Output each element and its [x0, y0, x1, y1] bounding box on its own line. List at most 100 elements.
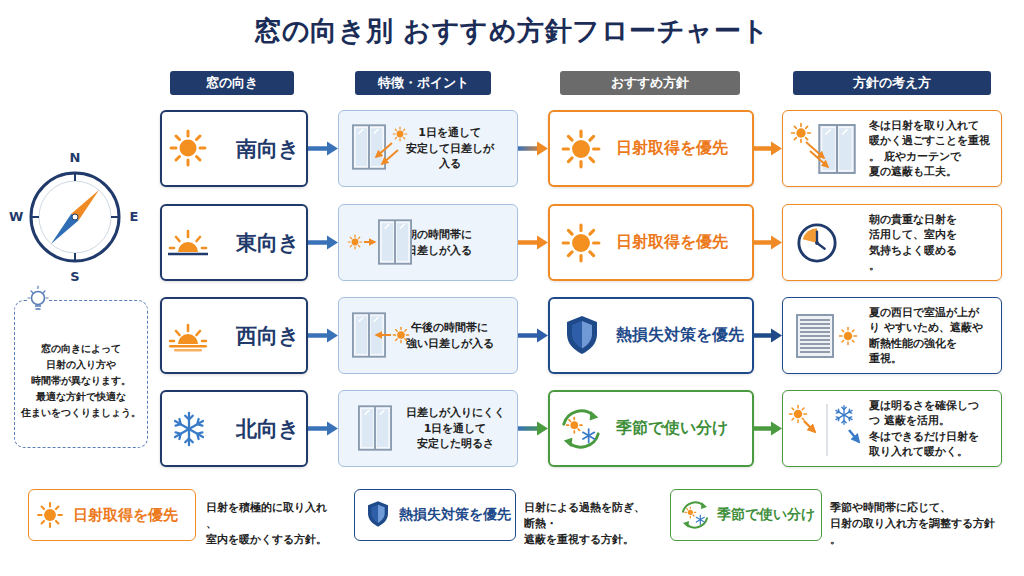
- legend-description: 日射を積極的に取り入れ、 室内を暖かくする方針。: [206, 500, 333, 547]
- snowflake-icon: [175, 413, 203, 445]
- arrow-head: [771, 422, 782, 436]
- flow-arrow: [754, 142, 782, 156]
- node-text: 特徴・ポイント: [378, 75, 469, 92]
- policy-box: 日射取得を優先: [548, 204, 754, 281]
- node-text: 日射取得を優先: [616, 138, 728, 159]
- season-split-icon: [790, 404, 860, 456]
- snowflake-icon: [836, 406, 852, 425]
- node-text: 東向き: [236, 229, 300, 257]
- window-sun-icon: [353, 313, 409, 356]
- arrow-shaft: [754, 240, 772, 245]
- sun-icon: [790, 406, 807, 423]
- flow-arrow: [308, 329, 338, 343]
- node-text: 冬は日射を取り入れて 暖かく過ごすことを重視。 庇やカーテンで 夏の遮蔽も工夫。: [869, 118, 996, 179]
- arrow-shaft: [308, 240, 328, 245]
- shield-icon: [567, 316, 597, 354]
- sun-icon: [38, 503, 62, 527]
- node-text: 夏は明るさを確保しつつ 遮蔽を活用。 冬はできるだけ日射を 取り入れて暖かく。: [869, 398, 986, 459]
- note-box: 窓の向きによって 日射の入り方や 時間帯が異なります。 最適な方針で快適な 住ま…: [14, 300, 148, 448]
- feature-box: 1日を通して 安定して日差しが 入る: [338, 110, 518, 187]
- feature-box: 朝の時間帯に 日差しが入る: [338, 204, 518, 281]
- arrow-head: [327, 329, 338, 343]
- arrow-head: [771, 142, 782, 156]
- arrow-head: [537, 422, 548, 436]
- policy-box: 熱損失対策を優先: [548, 297, 754, 374]
- reason-box: 冬は日射を取り入れて 暖かく過ごすことを重視。 庇やカーテンで 夏の遮蔽も工夫。: [782, 110, 1002, 187]
- compass-letter: E: [127, 209, 141, 224]
- direction-box: 北向き: [160, 390, 308, 467]
- feature-box: 午後の時間帯に 強い日差しが入る: [338, 297, 518, 374]
- header-band: おすすめ方針: [560, 71, 740, 95]
- node-text: 南向き: [236, 135, 300, 163]
- arrow-shaft: [308, 146, 328, 151]
- node-text: 北向き: [236, 415, 300, 443]
- flow-arrow: [308, 236, 338, 250]
- node-text: 日差しが入りにくく 1日を通して 安定した明るさ: [405, 405, 505, 453]
- season-icon: [564, 411, 599, 447]
- legend-description: 季節や時間帯に応じて、 日射の取り入れ方を調整する方針。: [830, 500, 999, 547]
- node-text: 夏の西日で室温が上がり やすいため、遮蔽や 断熱性能の強化を 重視。: [869, 305, 986, 366]
- sun-icon: [393, 327, 408, 342]
- compass-symbol: [31, 173, 119, 261]
- window-icon: [819, 125, 854, 173]
- node-text: 熱損失対策を優先: [616, 325, 744, 346]
- reason-box: 夏は明るさを確保しつつ 遮蔽を活用。 冬はできるだけ日射を 取り入れて暖かく。: [782, 390, 1002, 467]
- arrow-shaft: [518, 240, 538, 245]
- arrow-head: [537, 142, 548, 156]
- node-text: 窓の向きによって 日射の入り方や 時間帯が異なります。 最適な方針で快適な 住ま…: [21, 341, 142, 421]
- direction-box: 南向き: [160, 110, 308, 187]
- sun-icon: [171, 131, 205, 165]
- flow-arrow: [518, 236, 548, 250]
- flow-arrow: [754, 236, 782, 250]
- node-text: 午後の時間帯に 強い日差しが入る: [405, 320, 494, 352]
- legend-description: 日射による過熱を防ぎ、 断熱・遮蔽を重視する方針。: [524, 500, 662, 547]
- arrow-shaft: [754, 426, 772, 431]
- direction-box: 東向き: [160, 204, 308, 281]
- policy-box: 日射取得を優先: [548, 110, 754, 187]
- window-sun-icon: [348, 220, 411, 263]
- sun-icon: [792, 124, 811, 143]
- window-icon: [353, 313, 385, 356]
- diagram-title: 窓の向き別 おすすめ方針フローチャート: [0, 13, 1024, 49]
- reason-box: 朝の貴重な日射を 活用して、室内を 気持ちよく暖める。: [782, 204, 1002, 281]
- arrow-head: [327, 422, 338, 436]
- legend-text: 熱損失対策を優先: [399, 506, 511, 524]
- window-icon: [379, 220, 411, 263]
- node-text: 西向き: [236, 322, 300, 350]
- arrow-head: [327, 236, 338, 250]
- compass-letter: S: [68, 269, 82, 284]
- reason-box: 夏の西日で室温が上がり やすいため、遮蔽や 断熱性能の強化を 重視。: [782, 297, 1002, 374]
- sun-icon: [563, 225, 599, 261]
- arrow-shaft: [308, 426, 328, 431]
- arrow-head: [327, 142, 338, 156]
- arrow-shaft: [308, 333, 328, 338]
- flow-arrow: [754, 329, 782, 343]
- arrow-shaft: [754, 146, 772, 151]
- blinds-icon: [797, 315, 833, 357]
- arrow-head: [537, 236, 548, 250]
- sunrise-icon: [168, 231, 208, 254]
- window-icon: [353, 125, 385, 168]
- header-band: 方針の考え方: [793, 71, 991, 95]
- arrow-shaft: [518, 333, 538, 338]
- node-text: 季節で使い分け: [616, 418, 728, 439]
- window-sun-icon: [792, 124, 855, 173]
- legend-item: 熱損失対策を優先: [354, 489, 516, 541]
- node-text: 方針の考え方: [853, 75, 931, 92]
- flow-arrow: [518, 142, 548, 156]
- node-text: 窓の向き: [206, 75, 258, 92]
- sun-icon: [393, 127, 407, 141]
- arrow-head: [771, 329, 782, 343]
- header-band: 特徴・ポイント: [355, 71, 491, 95]
- arrow-shaft: [518, 146, 538, 151]
- legend-item: 日射取得を優先: [28, 489, 196, 541]
- sun-icon: [348, 235, 362, 249]
- legend-text: 季節で使い分け: [717, 506, 815, 524]
- flow-arrow: [518, 422, 548, 436]
- policy-box: 季節で使い分け: [548, 390, 754, 467]
- window-sun-icon: [353, 125, 407, 168]
- arrow-head: [771, 236, 782, 250]
- shield-icon: [368, 501, 388, 526]
- node-text: 日射取得を優先: [616, 232, 728, 253]
